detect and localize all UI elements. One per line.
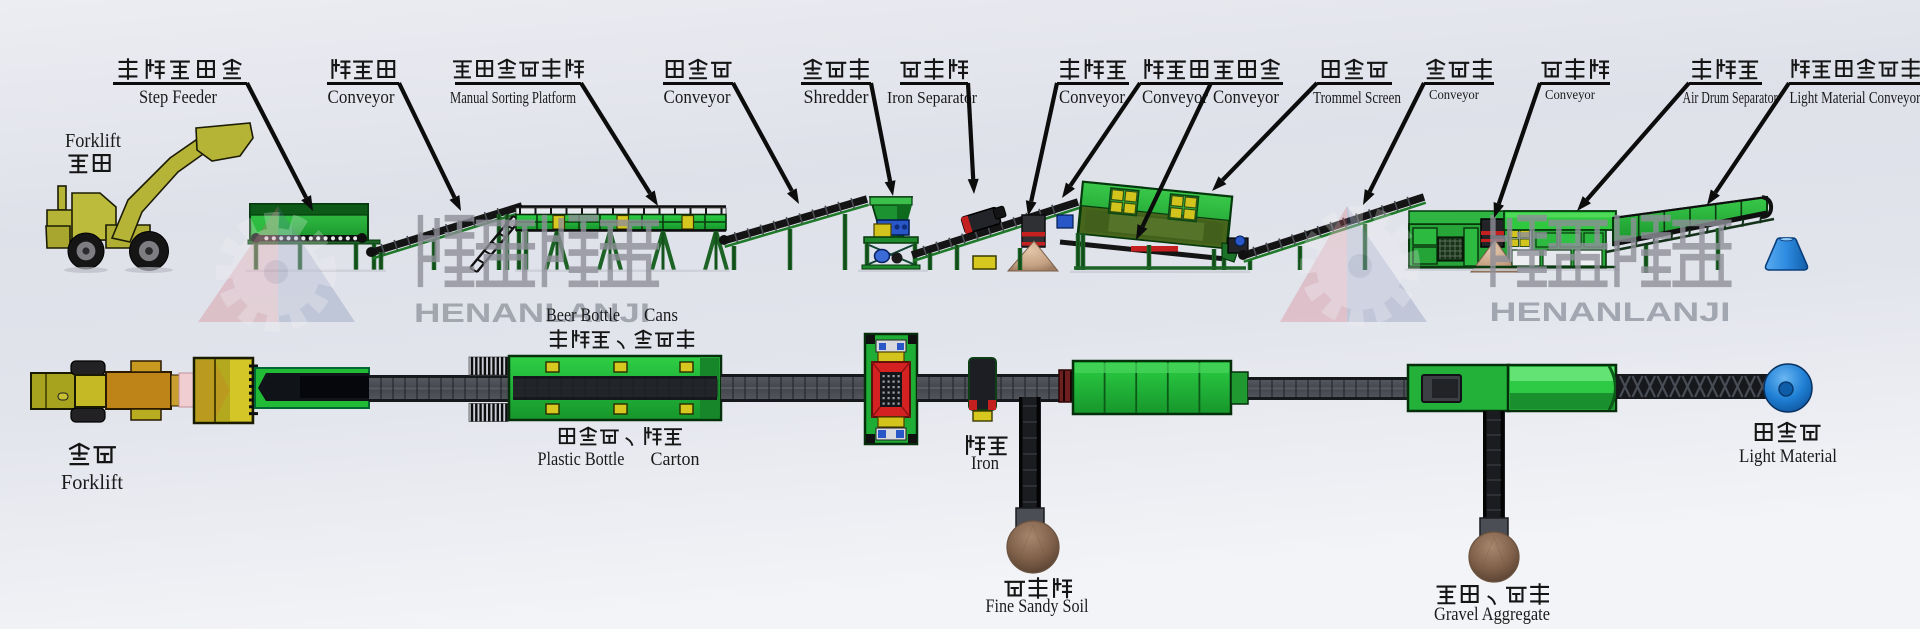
svg-text:Carton: Carton [651,449,700,470]
svg-text:HENANLANJI: HENANLANJI [1490,297,1731,327]
svg-text:Conveyor: Conveyor [1059,87,1126,108]
svg-text:HENANLANJI: HENANLANJI [414,298,650,328]
svg-text:Conveyor: Conveyor [1429,88,1479,103]
svg-text:Step Feeder: Step Feeder [139,87,218,108]
svg-text:Gravel Aggregate: Gravel Aggregate [1434,604,1550,625]
svg-text:Shredder: Shredder [804,87,870,108]
svg-text:Plastic Bottle: Plastic Bottle [538,449,625,470]
svg-text:Light Material Conveyor: Light Material Conveyor [1790,88,1920,107]
svg-text:Manual Sorting Platform: Manual Sorting Platform [450,88,576,107]
svg-text:Iron Separator: Iron Separator [887,88,977,107]
svg-text:Conveyor: Conveyor [1142,87,1209,108]
svg-text:Light Material: Light Material [1739,446,1837,467]
svg-text:Forklift: Forklift [61,470,123,494]
svg-text:Conveyor: Conveyor [664,87,732,108]
svg-text:Fine Sandy Soil: Fine Sandy Soil [986,596,1089,617]
svg-text:Conveyor: Conveyor [328,87,396,108]
svg-text:Iron: Iron [971,453,999,474]
svg-text:Cans: Cans [644,305,678,326]
svg-text:Forklift: Forklift [65,130,121,152]
svg-text:Conveyor: Conveyor [1545,88,1595,103]
svg-text:Air Drum Separator: Air Drum Separator [1683,88,1778,107]
svg-text:Conveyor: Conveyor [1213,87,1280,108]
svg-text:Trommel Screen: Trommel Screen [1313,88,1401,107]
svg-text:Beer Bottle: Beer Bottle [546,305,620,326]
